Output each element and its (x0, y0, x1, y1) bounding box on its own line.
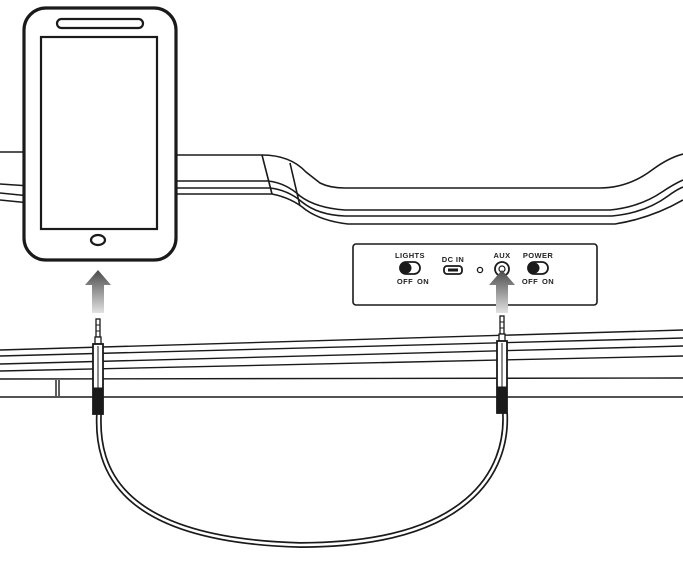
power-label: POWER (523, 251, 554, 260)
dc-port-icon[interactable] (444, 266, 462, 274)
indicator-led (477, 267, 482, 272)
toggle-switch-icon (529, 263, 540, 274)
lights-label: LIGHTS (395, 251, 425, 260)
lights-on-label: ON (417, 277, 429, 286)
aux-label: AUX (493, 251, 510, 260)
dc-in-label: DC IN (442, 255, 464, 264)
toggle-switch-icon (401, 263, 412, 274)
lights-switch[interactable] (400, 262, 420, 274)
aux-cable-icon (93, 316, 507, 545)
control-panel: LIGHTS OFF ON DC IN AUX POWER OFF ON (353, 244, 597, 305)
phone-icon (24, 8, 176, 260)
left-plug (93, 319, 103, 414)
right-plug (497, 316, 507, 413)
power-on-label: ON (542, 277, 554, 286)
up-arrow-icon (85, 270, 111, 313)
lights-off-label: OFF (397, 277, 413, 286)
power-switch[interactable] (528, 262, 548, 274)
power-off-label: OFF (522, 277, 538, 286)
